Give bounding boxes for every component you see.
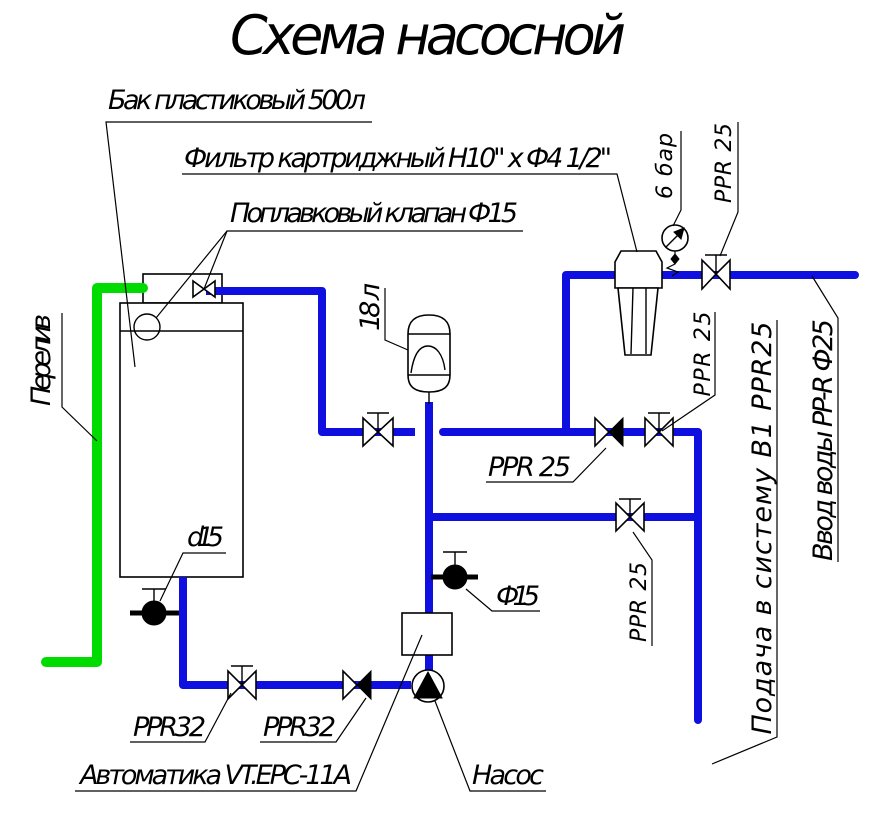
pipe-pump-suction <box>179 577 411 689</box>
automation-box <box>401 612 453 656</box>
suction-check-valve-icon <box>342 669 372 701</box>
leader-tank <box>105 121 372 368</box>
leader-drain-valve <box>159 552 226 602</box>
expansion-vessel <box>407 314 451 404</box>
fill-valve-icon <box>362 412 394 448</box>
filter-head <box>614 250 663 289</box>
leader-ppr32-2 <box>260 697 367 743</box>
label-filter: Фильтр картриджный H10" x Ф4 1/2" <box>184 143 612 174</box>
cartridge-filter-icon <box>614 250 663 356</box>
pressure-gauge-icon <box>661 224 689 277</box>
tank-body <box>119 302 244 578</box>
leader-filter <box>182 173 638 253</box>
leader-inlet-line <box>811 275 839 562</box>
label-ppr32-2: PPR32 <box>263 712 336 743</box>
leader-automation <box>75 634 423 792</box>
suction-valve-icon <box>227 665 257 701</box>
leader-pump <box>434 700 546 792</box>
gauge-needle <box>665 233 680 248</box>
label-ppr25-fill-valve: PPR 25 <box>488 452 571 483</box>
leader-inlet-valve <box>719 122 739 257</box>
label-pump: Насос <box>472 760 544 791</box>
filter-cartridge-line <box>630 287 634 355</box>
vessel-body <box>407 314 451 393</box>
pump-icon <box>411 669 445 703</box>
leader-lines <box>61 121 839 792</box>
label-tank: Бак пластиковый 500л <box>108 85 366 116</box>
leader-gauge <box>672 131 682 227</box>
label-overflow: Перелив <box>26 314 57 406</box>
label-pressure: 6 бар <box>653 133 678 199</box>
float-valve-icon <box>192 279 216 299</box>
label-ppr25-supply-valve: PPR 25 <box>627 562 652 642</box>
pipe-bypass-and-supply <box>439 428 702 724</box>
leader-supply-line <box>711 320 778 765</box>
filter-body <box>617 287 659 356</box>
leader-ppr32-1 <box>130 692 232 743</box>
label-inlet-line: Ввод воды PP-R Ф25 <box>808 319 839 561</box>
leader-float-valve <box>203 230 523 290</box>
label-ppr25-inlet-valve: PPR 25 <box>712 123 737 203</box>
bypass-valve-icon <box>644 412 674 448</box>
inlet-valve-icon <box>701 254 731 292</box>
label-float-valve: Поплавковый клапан Ф15 <box>230 198 518 229</box>
diagram-labels: Схема насосной Бак пластиковый 500л Филь… <box>26 4 839 791</box>
pump-arrow <box>413 670 443 699</box>
leader-float-ball <box>155 230 228 319</box>
discharge-valve-icon <box>615 498 645 533</box>
leader-bypass-valve <box>661 312 716 432</box>
label-drain-valve: d15 <box>187 522 224 553</box>
label-supply-line: Подача в систему В1 PPR25 <box>747 322 778 735</box>
gauge-needle-arrow <box>673 227 685 240</box>
label-automation: Автоматика VT.EPC-11A <box>78 760 352 791</box>
storage-tank <box>119 273 244 578</box>
leader-discharge-valve <box>632 531 653 646</box>
float-ball-icon <box>133 313 161 341</box>
label-ppr25-bypass-valve: PPR 25 <box>691 312 716 397</box>
label-ppr32-1: PPR32 <box>133 712 206 743</box>
drain-ball-valve-icon <box>130 588 179 626</box>
gauge-cock <box>670 253 680 265</box>
label-riser-valve: Ф15 <box>496 581 540 612</box>
vessel-membrane <box>410 345 446 374</box>
page-title: Схема насосной <box>230 4 626 67</box>
leader-overflow <box>61 313 98 442</box>
pipe-inlet <box>562 271 859 436</box>
leader-riser-valve <box>465 588 540 612</box>
label-expansion-tank: 18 л <box>355 283 386 331</box>
riser-ball-valve-icon <box>431 551 478 590</box>
bypass-check-valve-icon <box>594 416 624 448</box>
leader-vessel <box>384 288 409 351</box>
valves <box>130 254 731 701</box>
leader-fill-valve <box>486 447 607 483</box>
overflow-pipe <box>41 283 148 667</box>
